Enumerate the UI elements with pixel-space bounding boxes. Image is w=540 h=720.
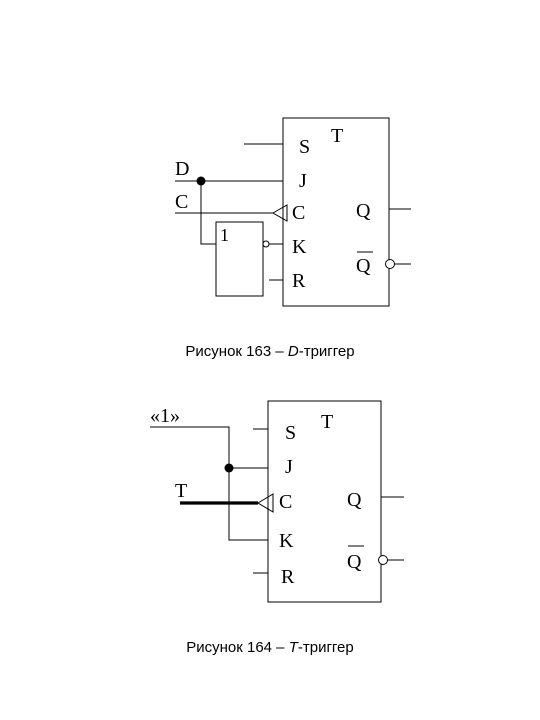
inverter-label: 1	[220, 225, 229, 245]
trigger-block	[282, 117, 390, 307]
trigger-block	[267, 400, 382, 603]
input-label-one: «1»	[150, 405, 180, 427]
d-trigger-diagram: T S J C K R Q Q D C 1	[175, 117, 411, 307]
caption-prefix: Рисунок 163 –	[185, 343, 288, 360]
pin-label-k: K	[279, 530, 294, 552]
block-title: T	[321, 411, 333, 433]
pin-label-j: J	[285, 456, 293, 478]
pin-label-s: S	[299, 136, 310, 158]
block-title: T	[331, 125, 343, 147]
d-to-inverter-wire	[200, 181, 216, 245]
caption-suffix: -триггер	[297, 639, 354, 656]
pin-label-k: K	[292, 236, 307, 258]
inverter-bubble	[262, 240, 270, 248]
pin-label-r: R	[281, 566, 295, 588]
output-label-q: Q	[347, 489, 362, 511]
output-label-qbar: Q	[356, 255, 371, 277]
one-junction-dot	[224, 463, 234, 473]
qbar-bubble	[378, 555, 388, 565]
output-label-q: Q	[356, 200, 371, 222]
t-trigger-diagram: T S J C K R Q Q «1» T	[150, 400, 404, 603]
input-label-t: T	[175, 480, 187, 502]
pin-label-c: C	[279, 491, 292, 513]
inverter-block	[215, 221, 264, 297]
caption-suffix: -триггер	[298, 343, 355, 360]
clock-triangle	[271, 204, 288, 222]
pin-label-j: J	[299, 170, 307, 192]
caption-letter: T	[288, 639, 298, 656]
one-input-wire	[150, 426, 268, 541]
qbar-bubble	[385, 259, 395, 269]
clock-triangle	[257, 493, 274, 513]
pin-label-s: S	[285, 422, 296, 444]
input-label-c: C	[175, 191, 188, 213]
output-label-qbar: Q	[347, 551, 362, 573]
pin-label-r: R	[292, 270, 306, 292]
figure-163-caption: Рисунок 163 – D-триггер	[0, 343, 540, 360]
caption-prefix: Рисунок 164 –	[186, 639, 289, 656]
caption-letter: D	[287, 343, 299, 360]
pin-label-c: C	[292, 202, 305, 224]
figure-164-caption: Рисунок 164 – T-триггер	[0, 639, 540, 656]
input-label-d: D	[175, 158, 189, 180]
